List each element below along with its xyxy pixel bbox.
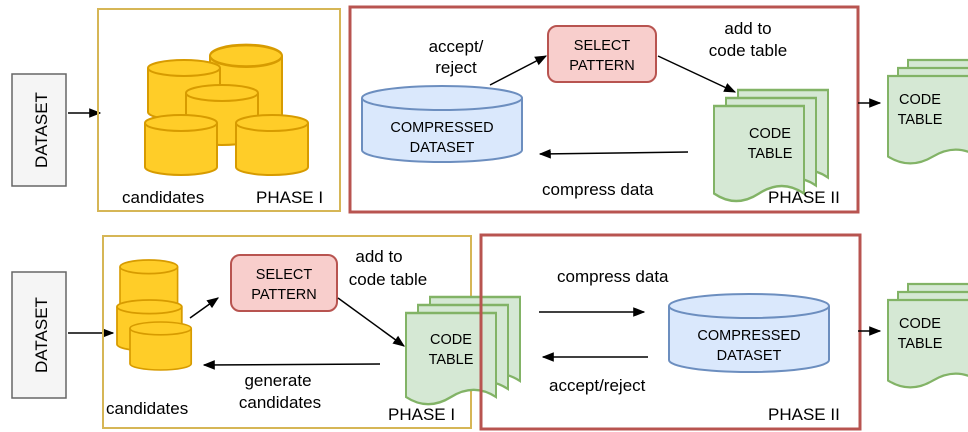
top-compressed-label-2: DATASET (410, 140, 475, 156)
bottom-arrow-to-select (189, 297, 219, 319)
top-out-code-label-1: CODE (899, 92, 941, 108)
bottom-add-label-1: add to (355, 247, 402, 266)
bottom-dataset-node: DATASET (11, 271, 67, 399)
top-codetable-label-2: TABLE (748, 146, 793, 162)
bottom-candidates-label: candidates (106, 399, 188, 418)
top-accept-reject-label-2: reject (435, 58, 477, 77)
bottom-output-code-table: CODE TABLE (886, 282, 968, 389)
bottom-codetable-label-2: TABLE (429, 352, 474, 368)
top-phase1-label: PHASE I (256, 188, 323, 207)
bottom-out-code-label-1: CODE (899, 316, 941, 332)
top-compress-arrow (538, 149, 689, 159)
bottom-accept-reject-label: accept/reject (549, 376, 646, 395)
top-add-label-2: code table (709, 41, 787, 60)
bottom-compress-label: compress data (557, 267, 669, 286)
top-codetable-label-1: CODE (749, 126, 791, 142)
top-compressed-dataset-node: COMPRESSED DATASET (361, 85, 523, 163)
top-output-code-table: CODE TABLE (886, 58, 968, 165)
bottom-dataset-label: DATASET (32, 297, 51, 373)
bottom-codetable-label-1: CODE (430, 332, 472, 348)
top-phase1-box (97, 8, 341, 212)
top-accept-reject-label-1: accept/ (429, 37, 484, 56)
top-candidate-cylinders (144, 43, 309, 176)
bottom-phase2-label: PHASE II (768, 405, 840, 424)
top-select-label-2: PATTERN (569, 58, 635, 74)
top-dataset-label: DATASET (32, 92, 51, 168)
bottom-phase1-label: PHASE I (388, 405, 455, 424)
top-phase2-label: PHASE II (768, 188, 840, 207)
bottom-out-code-label-2: TABLE (898, 336, 943, 352)
bottom-generate-arrow (202, 360, 381, 370)
top-arrow-to-codetable (657, 55, 737, 93)
bottom-arrow-to-codetable (337, 297, 405, 347)
bottom-select-label-1: SELECT (256, 267, 313, 283)
bottom-compressed-dataset-node: COMPRESSED DATASET (668, 293, 830, 373)
top-add-label-1: add to (724, 19, 771, 38)
bottom-generate-label-1: generate (244, 371, 311, 390)
top-compressed-label-1: COMPRESSED (390, 120, 493, 136)
top-arrow-to-select (489, 55, 548, 86)
top-phase2-box (348, 5, 860, 214)
top-select-label-1: SELECT (574, 38, 631, 54)
top-out-code-label-2: TABLE (898, 112, 943, 128)
bottom-compressed-label-2: DATASET (717, 348, 782, 364)
top-compress-label: compress data (542, 180, 654, 199)
bottom-select-label-2: PATTERN (251, 287, 317, 303)
bottom-phase2-box (479, 233, 862, 431)
top-candidates-label: candidates (122, 188, 204, 207)
top-dataset-node: DATASET (11, 73, 67, 187)
bottom-candidate-cylinders (116, 259, 193, 371)
top-code-table-node: CODE TABLE (712, 88, 830, 203)
bottom-compressed-label-1: COMPRESSED (697, 328, 800, 344)
bottom-generate-label-2: candidates (239, 393, 321, 412)
bottom-code-table-node: CODE TABLE (404, 295, 522, 406)
bottom-select-pattern-node: SELECT PATTERN (230, 254, 338, 312)
bottom-add-label-2: code table (349, 270, 427, 289)
top-select-pattern-node: SELECT PATTERN (547, 25, 657, 83)
